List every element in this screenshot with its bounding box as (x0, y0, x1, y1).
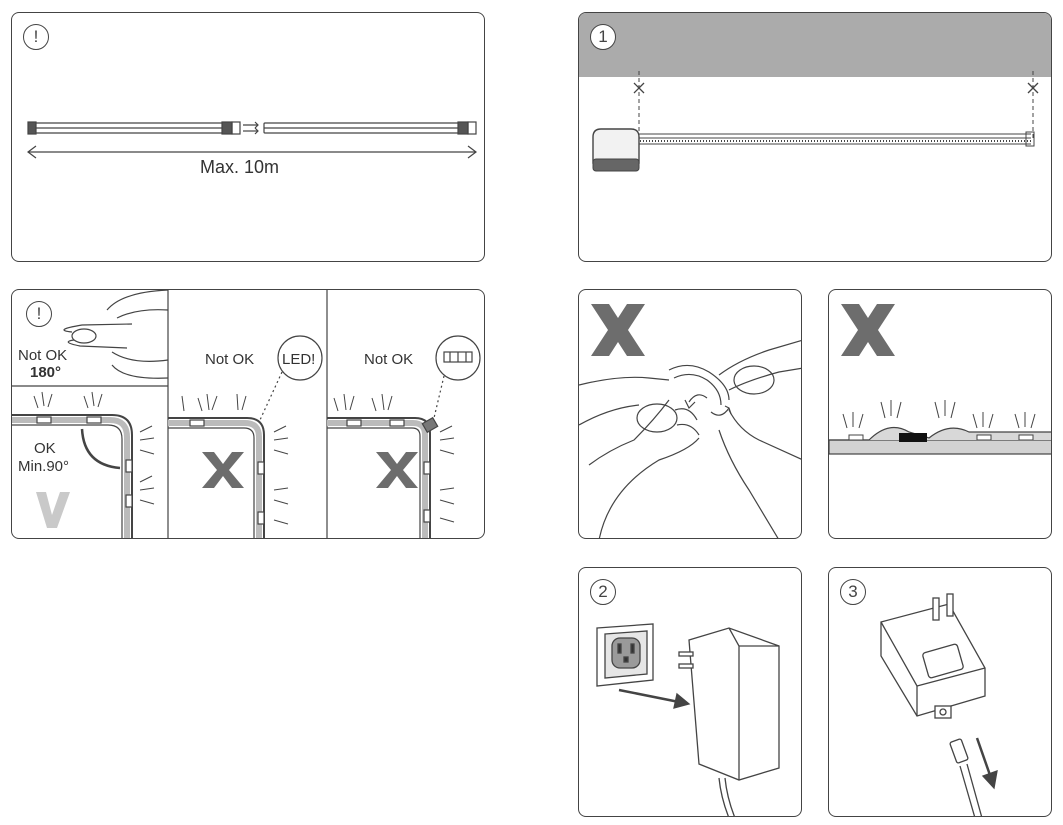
exclamation-icon: ! (23, 24, 49, 50)
fold-angle-label: 180° (30, 364, 62, 381)
right-not-ok-label: Not OK (364, 351, 414, 368)
hands-folding-illustration (579, 304, 801, 538)
middle-not-ok-label: Not OK (205, 351, 255, 368)
cross-mark-icon (591, 304, 645, 356)
cross-mark-icon (376, 452, 418, 488)
power-adapter-icon (880, 603, 986, 717)
step-2-badge: 2 (590, 579, 616, 605)
plug-in-illustration (596, 623, 780, 816)
bending-illustration (12, 290, 481, 538)
max-length-label: Max. 10m (200, 157, 280, 177)
cross-mark-icon (202, 452, 244, 488)
connect-cable-illustration (880, 593, 998, 816)
step-3-panel: 3 (828, 567, 1052, 817)
covered-strip-illustration (829, 304, 1051, 455)
min-angle-label: Min.90° (18, 458, 70, 475)
no-covering-panel (828, 289, 1052, 539)
step-3-badge: 3 (840, 579, 866, 605)
no-folding-panel (578, 289, 802, 539)
bending-rules-panel: ! Not OK 180° OK Min.90° Not OK LED! Not… (11, 289, 485, 539)
strip-mounting-illustration (579, 13, 1051, 172)
ok-label: OK (34, 440, 56, 457)
step-1-panel: 1 (578, 12, 1052, 262)
exclamation-icon: ! (26, 301, 52, 327)
strip-length-illustration (27, 121, 477, 159)
fold-not-ok-label: Not OK (18, 347, 68, 364)
power-adapter-icon (688, 627, 780, 781)
step-2-panel: 2 (578, 567, 802, 817)
max-length-panel: ! Max. 10m (11, 12, 485, 262)
cross-mark-icon (841, 304, 895, 356)
step-1-badge: 1 (590, 24, 616, 50)
led-callout: LED! (282, 351, 316, 368)
check-mark-icon (36, 492, 70, 528)
